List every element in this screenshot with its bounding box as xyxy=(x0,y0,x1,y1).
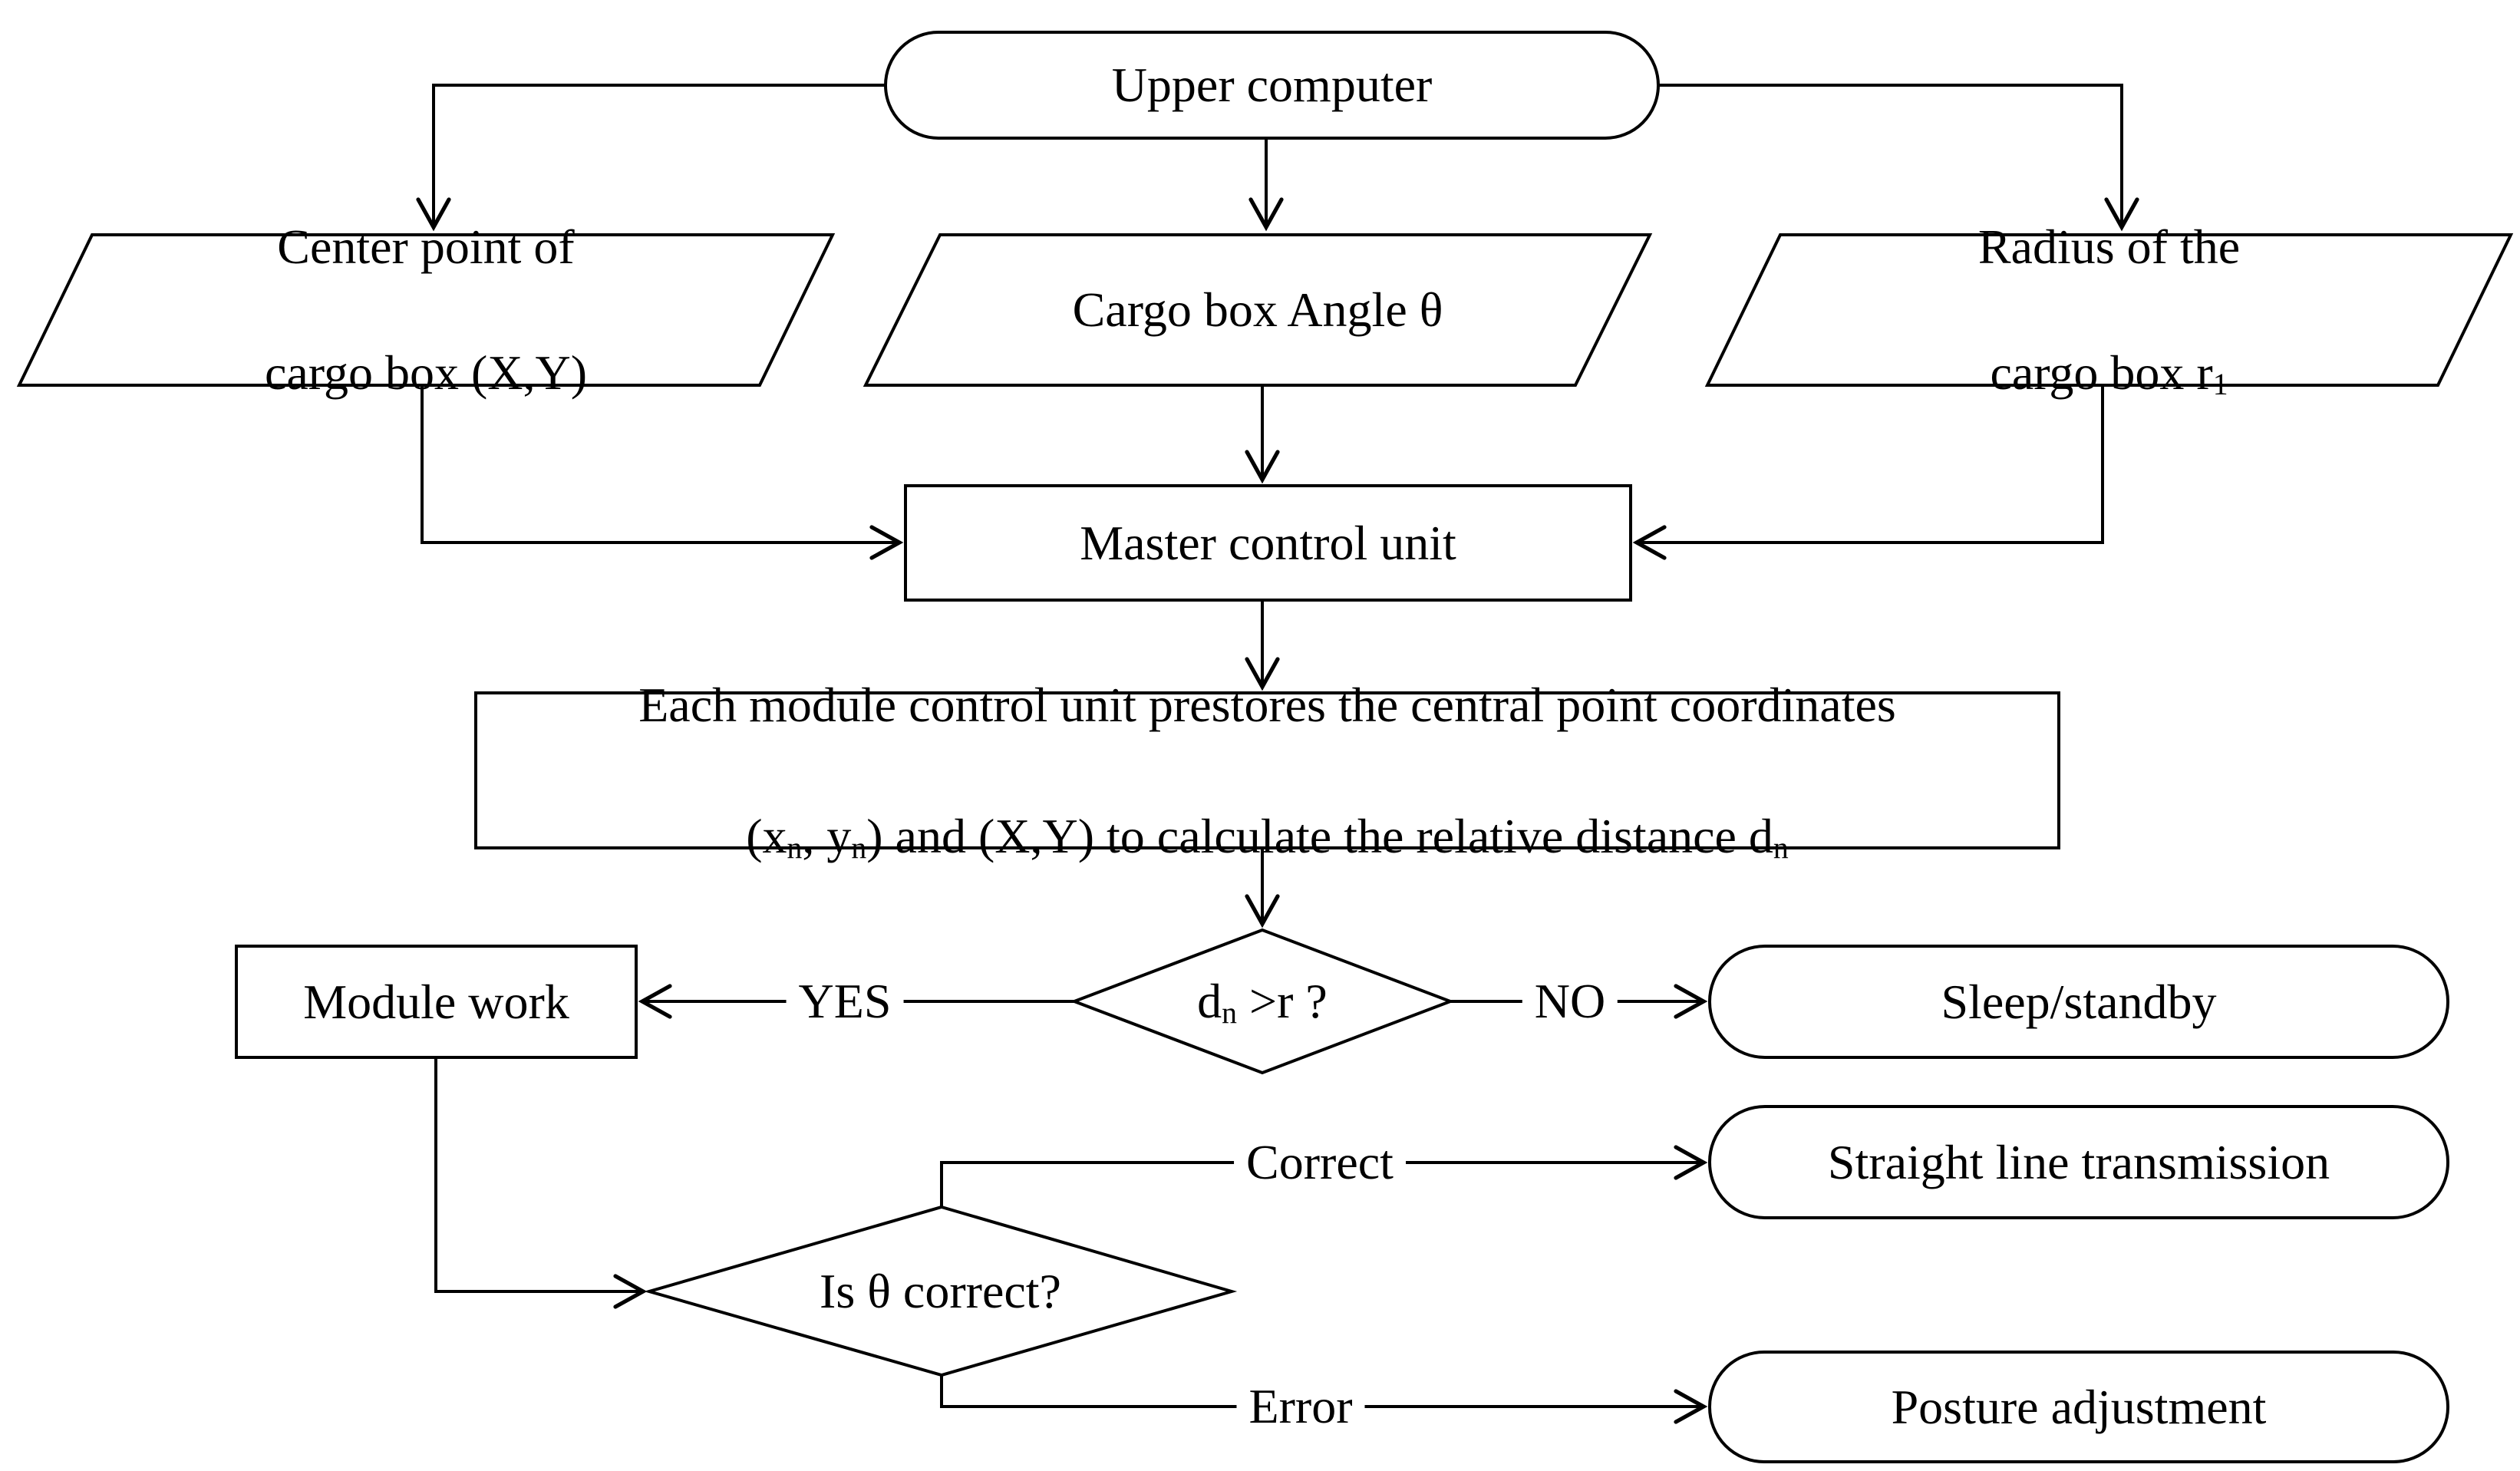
upper-computer-shape xyxy=(884,31,1660,140)
cargo-angle-node: Cargo box Angle θ xyxy=(866,235,1650,385)
connector-module-work-to-angle-check xyxy=(434,1057,648,1309)
edge-label-no: NO xyxy=(1522,975,1618,1027)
straight-line-node: Straight line transmission xyxy=(1710,1107,2448,1218)
module-prestore-shape xyxy=(474,691,2060,849)
posture-adjustment-node: Posture adjustment xyxy=(1710,1352,2448,1462)
connector-angle-check-to-straight-line xyxy=(940,1145,1708,1207)
center-point-line1: Center point of xyxy=(277,219,575,275)
connector-upper-to-center-point xyxy=(416,84,886,232)
connector-angle-check-to-posture xyxy=(940,1375,1708,1424)
module-work-label: Module work xyxy=(303,974,569,1029)
radius-shape xyxy=(1704,233,2514,387)
distance-check-shape xyxy=(1070,928,1455,1075)
cargo-angle-shape xyxy=(863,233,1653,387)
sleep-standby-shape xyxy=(1708,945,2449,1059)
master-control-shape xyxy=(904,484,1632,602)
module-work-node: Module work xyxy=(236,946,636,1057)
master-control-node: Master control unit xyxy=(905,486,1631,600)
angle-check-node: Is θ correct? xyxy=(649,1207,1232,1375)
module-prestore-node: Each module control unit prestores the c… xyxy=(476,678,2059,862)
connector-upper-to-radius xyxy=(1658,84,2139,232)
posture-adjustment-shape xyxy=(1708,1351,2449,1463)
center-point-line2: cargo box (X,Y) xyxy=(264,345,588,400)
connector-center-point-to-master xyxy=(421,385,904,560)
connector-radius-to-master xyxy=(1632,385,2104,560)
module-work-shape xyxy=(235,945,638,1059)
edge-label-yes: YES xyxy=(786,975,904,1027)
module-prestore-line2: (xn, yn) and (X,Y) to calculate the rela… xyxy=(746,808,1789,865)
straight-line-label: Straight line transmission xyxy=(1827,1134,2330,1189)
module-prestore-line1: Each module control unit prestores the c… xyxy=(638,678,1896,733)
center-point-node: Center point of cargo box (X,Y) xyxy=(19,219,833,400)
angle-check-shape xyxy=(643,1205,1238,1377)
radius-line2: cargo box r1 xyxy=(1990,345,2228,402)
distance-check-node: dn >r ? xyxy=(1074,930,1450,1073)
edge-label-correct: Correct xyxy=(1234,1136,1406,1189)
sleep-standby-label: Sleep/standby xyxy=(1941,974,2217,1029)
sleep-standby-node: Sleep/standby xyxy=(1710,946,2448,1057)
cargo-angle-label: Cargo box Angle θ xyxy=(1072,282,1443,338)
radius-node: Radius of the cargo box r1 xyxy=(1707,219,2511,400)
master-control-label: Master control unit xyxy=(1080,515,1456,570)
straight-line-shape xyxy=(1708,1105,2449,1219)
upper-computer-label: Upper computer xyxy=(1111,58,1433,113)
center-point-shape xyxy=(16,233,836,387)
radius-line1: Radius of the xyxy=(1977,219,2241,275)
edge-label-error: Error xyxy=(1236,1380,1365,1433)
radius-subscript: 1 xyxy=(2212,368,2228,402)
angle-check-label: Is θ correct? xyxy=(820,1263,1061,1318)
distance-check-label: dn >r ? xyxy=(1197,974,1328,1031)
posture-adjustment-label: Posture adjustment xyxy=(1891,1379,2267,1434)
upper-computer-node: Upper computer xyxy=(886,32,1658,138)
